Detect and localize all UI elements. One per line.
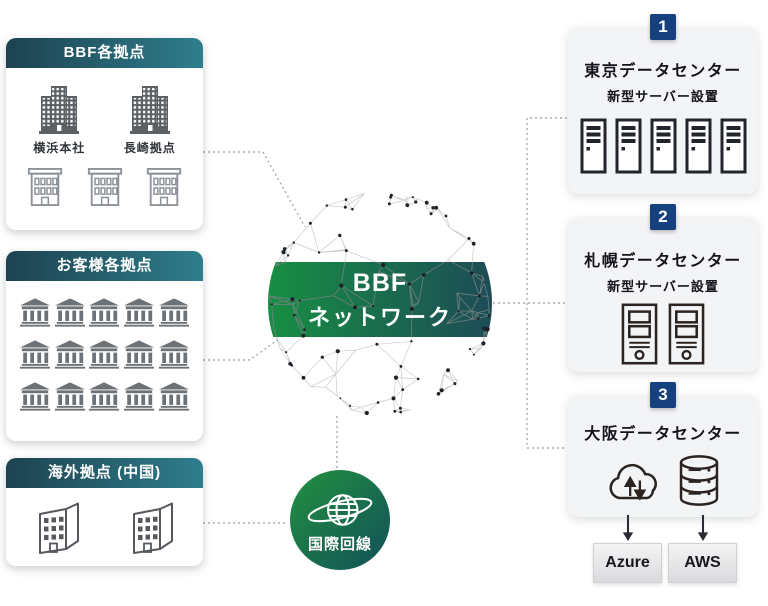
bank-building-icon: [54, 382, 86, 411]
server-rack-icon: [615, 118, 642, 174]
aws-box: AWS: [668, 543, 737, 583]
datacenter-title: 大阪データセンター: [584, 426, 742, 443]
bank-building-icon: [88, 340, 120, 369]
bank-building-icon: [158, 382, 190, 411]
globe-orbit-icon: [304, 487, 376, 533]
overseas-building-icon: [128, 501, 176, 555]
bank-building-icon: [123, 340, 155, 369]
customer-bank-grid: [6, 281, 203, 411]
office-building-icon: [128, 82, 172, 136]
international-line-label: 国際回線: [307, 535, 372, 553]
bank-building-icon: [123, 382, 155, 411]
datacenter-sapporo: 2 札幌データセンター 新型サーバー設置: [568, 204, 758, 372]
bank-building-icon: [19, 298, 51, 327]
cloud-sync-icon: [605, 458, 667, 504]
datacenter-subtitle: 新型サーバー設置: [607, 279, 719, 294]
number-badge: 2: [650, 204, 676, 230]
bank-building-icon: [88, 382, 120, 411]
azure-box: Azure: [593, 543, 662, 583]
international-line-node: 国際回線: [290, 470, 390, 570]
number-badge: 1: [650, 14, 676, 40]
branch-building-icon: [26, 166, 64, 208]
overseas-row: [6, 488, 203, 555]
datacenter-title: 札幌データセンター: [584, 253, 742, 270]
server-tower-icon: [621, 302, 658, 366]
datacenter-tokyo: 1 東京データセンター 新型サーバー設置: [568, 14, 758, 194]
site-label: 横浜本社: [33, 141, 86, 155]
panel-bbf-sites: BBF各拠点 横浜本社 長崎拠点: [6, 38, 203, 230]
office-building-icon: [37, 82, 81, 136]
server-rack-row: [568, 118, 758, 174]
bbf-hq-row: 横浜本社 長崎拠点: [6, 68, 203, 156]
bank-building-icon: [158, 340, 190, 369]
overseas-building-icon: [34, 501, 82, 555]
server-rack-icon: [685, 118, 712, 174]
bank-building-icon: [54, 298, 86, 327]
bank-building-icon: [19, 382, 51, 411]
bank-building-icon: [88, 298, 120, 327]
down-arrow-icon: [696, 515, 710, 541]
datacenter-osaka: 3 大阪データセンター: [568, 382, 758, 517]
panel-overseas-header: 海外拠点 (中国): [6, 458, 203, 488]
server-rack-icon: [650, 118, 677, 174]
bank-building-icon: [54, 340, 86, 369]
server-rack-icon: [720, 118, 747, 174]
number-badge: 3: [650, 382, 676, 408]
branch-building-icon: [145, 166, 183, 208]
site-nagasaki: 長崎拠点: [108, 82, 192, 156]
datacenter-subtitle: 新型サーバー設置: [607, 89, 719, 104]
bank-building-icon: [123, 298, 155, 327]
network-mesh-sphere: [268, 192, 492, 416]
bank-building-icon: [158, 298, 190, 327]
panel-customer-header: お客様各拠点: [6, 251, 203, 281]
bank-building-icon: [19, 340, 51, 369]
site-yokohama: 横浜本社: [17, 82, 101, 156]
panel-customer-sites: お客様各拠点: [6, 251, 203, 441]
bbf-branch-row: [6, 156, 203, 208]
server-rack-icon: [580, 118, 607, 174]
server-tower-icon: [668, 302, 705, 366]
panel-bbf-header: BBF各拠点: [6, 38, 203, 68]
server-tower-row: [568, 302, 758, 366]
branch-building-icon: [86, 166, 124, 208]
datacenter-title: 東京データセンター: [584, 63, 742, 80]
panel-overseas-sites: 海外拠点 (中国): [6, 458, 203, 566]
down-arrow-icon: [621, 515, 635, 541]
cloud-db-row: [568, 454, 758, 507]
site-label: 長崎拠点: [123, 141, 176, 155]
bbf-network-globe: [263, 186, 497, 420]
database-icon: [677, 454, 721, 507]
